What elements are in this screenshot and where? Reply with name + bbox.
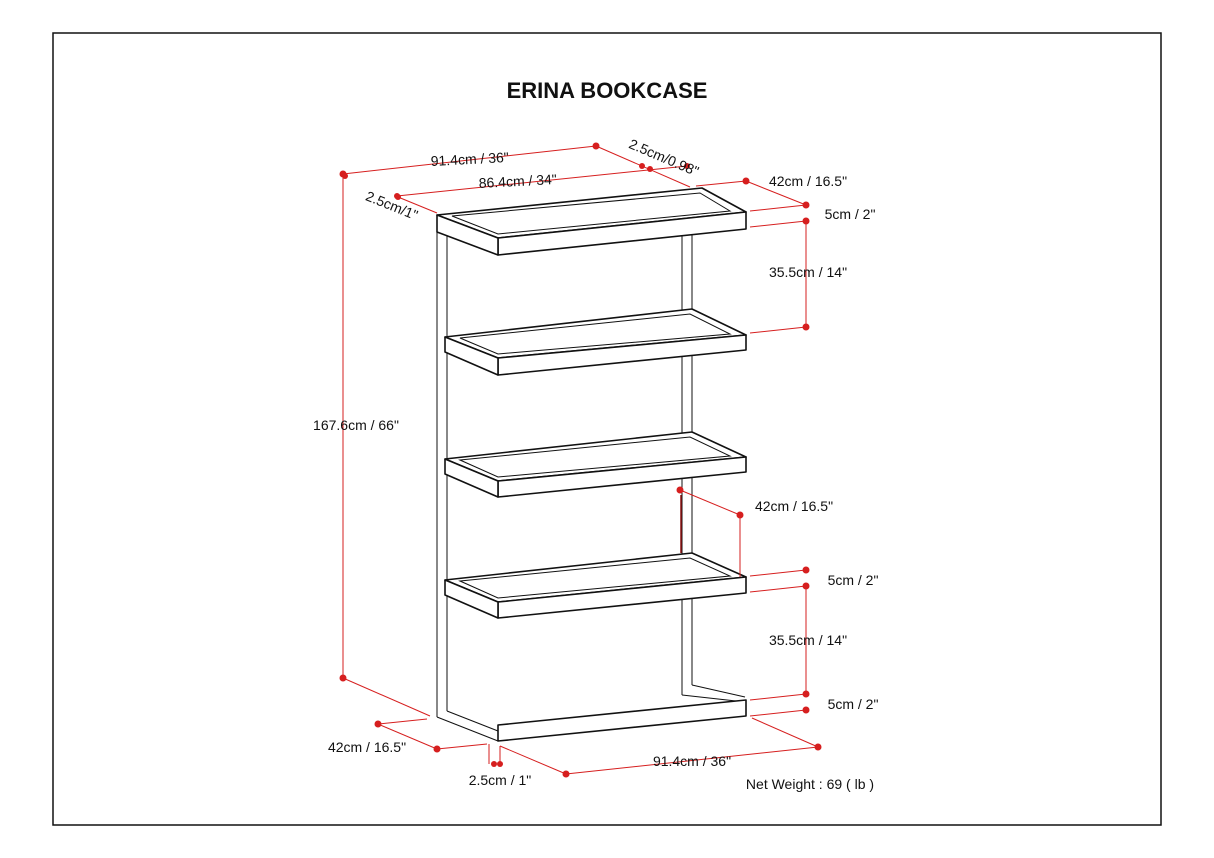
bookcase-drawing <box>436 187 747 742</box>
label-shelf-thickness-2: 5cm / 2" <box>828 572 879 588</box>
label-depth-bottom: 42cm / 16.5" <box>328 739 406 755</box>
label-shelf-gap-1: 35.5cm / 14" <box>769 264 847 280</box>
label-inner-width: 86.4cm / 34" <box>478 171 557 191</box>
label-top-width: 91.4cm / 36" <box>430 149 509 169</box>
label-base-width: 91.4cm / 36" <box>653 753 731 769</box>
diagram-title: ERINA BOOKCASE <box>507 78 708 103</box>
label-side-thickness: 2.5cm/1" <box>363 188 420 223</box>
label-total-height: 167.6cm / 66" <box>313 417 399 433</box>
net-weight: Net Weight : 69 ( lb ) <box>746 776 874 792</box>
dimension-lines <box>339 142 822 778</box>
shelf-2 <box>444 308 747 376</box>
label-shelf-gap-2: 35.5cm / 14" <box>769 632 847 648</box>
shelf-5 <box>497 699 747 742</box>
label-shelf-thickness-3: 5cm / 2" <box>828 696 879 712</box>
shelf-1 <box>436 187 747 256</box>
label-top-thickness: 2.5cm/0.98" <box>627 136 702 180</box>
label-depth-top: 42cm / 16.5" <box>769 173 847 189</box>
shelf-4 <box>444 552 747 619</box>
page-border <box>52 32 1162 826</box>
label-shelf-thickness-1: 5cm / 2" <box>825 206 876 222</box>
label-frame-thickness: 2.5cm / 1" <box>469 772 532 788</box>
shelf-3 <box>444 431 747 498</box>
label-depth-mid: 42cm / 16.5" <box>755 498 833 514</box>
